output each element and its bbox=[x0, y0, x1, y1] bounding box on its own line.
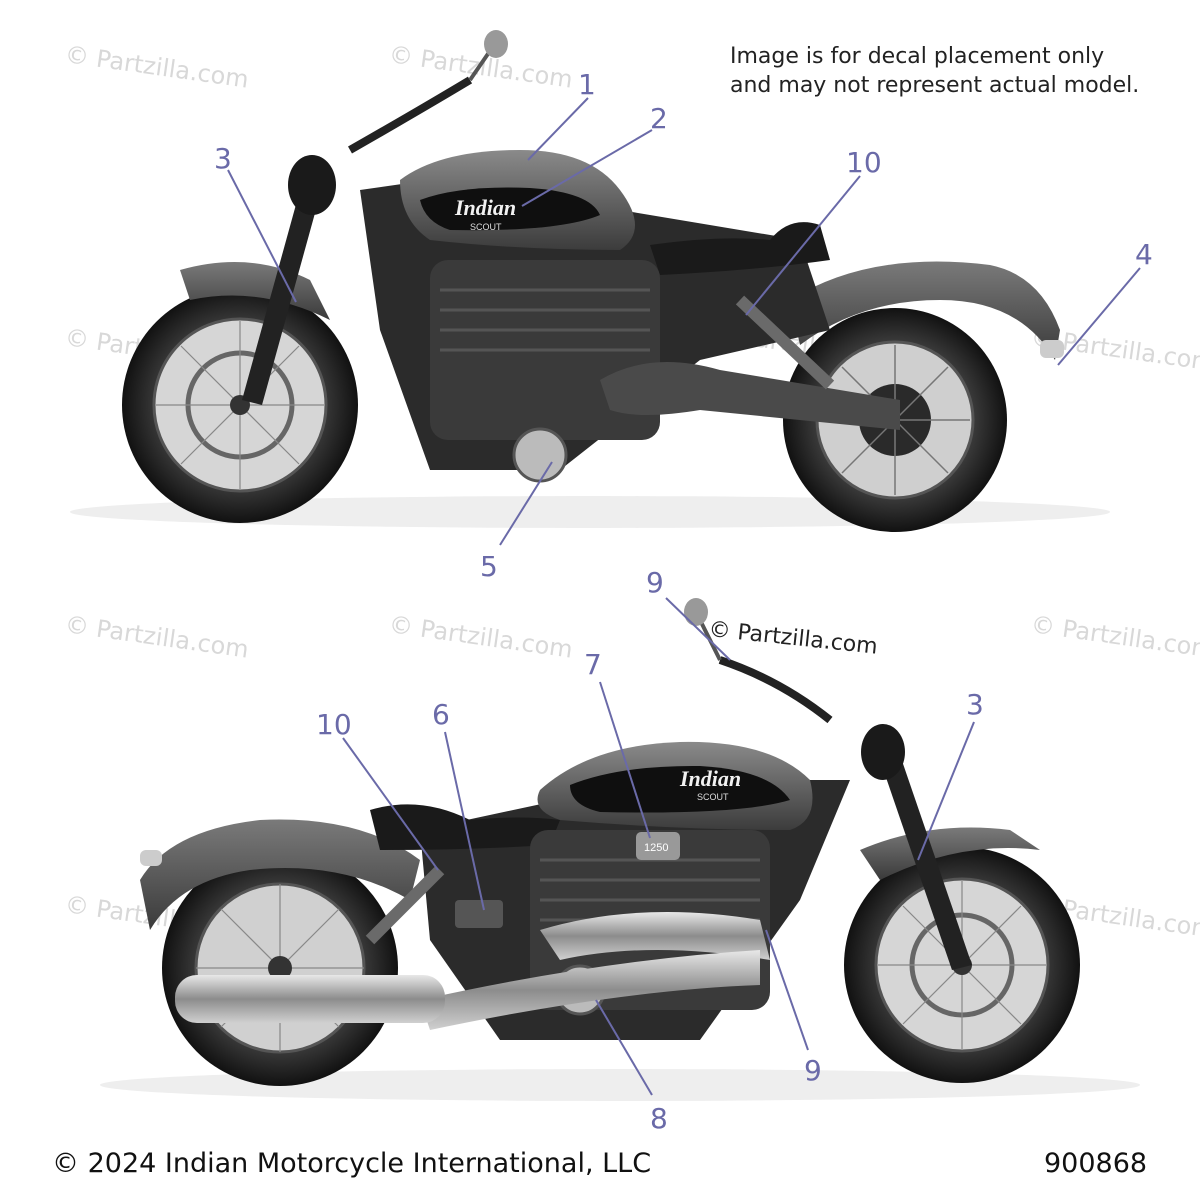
callout-4: 4 bbox=[1135, 238, 1153, 271]
rear-fender bbox=[140, 819, 420, 930]
callout-5: 5 bbox=[480, 550, 498, 583]
engine-cover bbox=[512, 427, 568, 483]
engine-badge-text: 1250 bbox=[644, 842, 668, 854]
side-panel bbox=[455, 900, 503, 928]
tank-model: SCOUT bbox=[697, 792, 729, 802]
tank-model: SCOUT bbox=[470, 222, 502, 232]
front-wheel bbox=[122, 287, 358, 523]
callout-9: 9 bbox=[646, 566, 664, 599]
watermark: © Partzilla.com bbox=[387, 610, 574, 664]
placement-note: Image is for decal placement only and ma… bbox=[730, 42, 1170, 100]
tail-light bbox=[1040, 340, 1064, 358]
callout-labels: 1 2 3 4 5 10 3 6 7 8 9 9 10 bbox=[214, 68, 1153, 1135]
mirror bbox=[484, 30, 508, 58]
motorcycle-bottom: 1250 Indian SCOUT bbox=[100, 598, 1140, 1101]
tank-logo: Indian bbox=[454, 195, 516, 220]
callout-10: 10 bbox=[846, 146, 882, 179]
rear-shock bbox=[365, 865, 445, 945]
diagram-number: 900868 bbox=[1044, 1148, 1148, 1179]
callout-6: 6 bbox=[432, 698, 450, 731]
watermark: © Partzilla.com bbox=[63, 610, 250, 664]
muffler bbox=[175, 975, 445, 1023]
note-line-2: and may not represent actual model. bbox=[730, 73, 1140, 98]
callouts-bottom bbox=[342, 597, 975, 1096]
tank-panel bbox=[570, 765, 790, 813]
seat bbox=[650, 222, 830, 275]
headlight bbox=[861, 724, 905, 780]
mirror bbox=[684, 598, 708, 626]
note-line-1: Image is for decal placement only bbox=[730, 44, 1105, 69]
callout-7: 7 bbox=[584, 648, 602, 681]
callout-1: 1 bbox=[578, 68, 596, 101]
callout-2: 2 bbox=[650, 102, 668, 135]
headlight bbox=[288, 155, 336, 215]
copyright: © 2024 Indian Motorcycle International, … bbox=[52, 1148, 652, 1179]
swingarm bbox=[600, 362, 900, 430]
callout-8: 8 bbox=[650, 1102, 668, 1135]
front-fender bbox=[860, 827, 1040, 880]
front-fork bbox=[242, 190, 320, 405]
callout-3: 3 bbox=[966, 688, 984, 721]
tank-logo: Indian bbox=[679, 766, 741, 791]
engine-badge bbox=[636, 832, 680, 860]
rear-fender bbox=[790, 261, 1060, 360]
tail-light bbox=[140, 850, 162, 866]
exhaust bbox=[175, 912, 770, 1030]
watermark-dark: © Partzilla.com bbox=[707, 617, 878, 660]
callout-3: 3 bbox=[214, 142, 232, 175]
watermark: © Partzilla.com bbox=[1029, 610, 1200, 664]
callout-9: 9 bbox=[804, 1054, 822, 1087]
callouts-top bbox=[227, 97, 1141, 546]
rear-shock bbox=[735, 295, 835, 390]
watermark: © Partzilla.com bbox=[63, 40, 250, 94]
callout-10: 10 bbox=[316, 708, 352, 741]
tank-panel bbox=[420, 187, 600, 231]
front-fork bbox=[880, 755, 972, 970]
motorcycle-top: Indian SCOUT bbox=[70, 30, 1110, 532]
engine bbox=[430, 260, 660, 483]
